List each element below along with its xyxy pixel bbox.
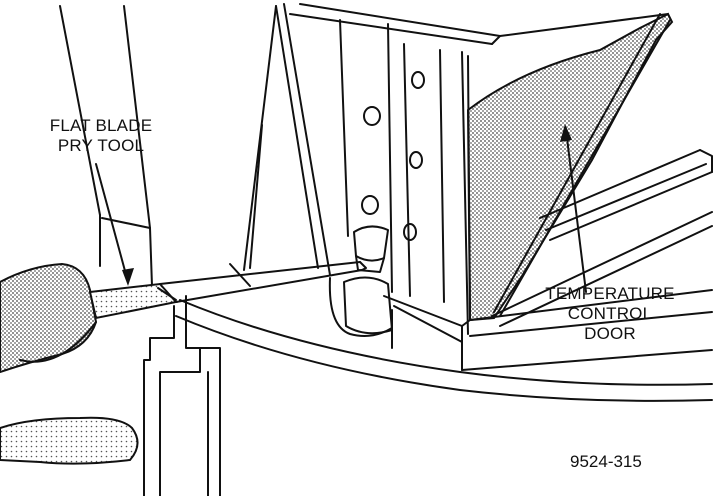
rail-hole — [409, 151, 423, 169]
rail-hole — [403, 223, 417, 241]
door-label: TEMPERATURE CONTROL DOOR — [530, 284, 690, 344]
pry-tool-label-line2: PRY TOOL — [57, 136, 145, 155]
tool-arrowhead — [122, 268, 134, 286]
callout-arrows — [95, 124, 587, 293]
pry-tool-label-line1: FLAT BLADE — [49, 116, 153, 135]
door-label-line3: DOOR — [584, 324, 636, 343]
rail-hole — [361, 195, 379, 215]
pivot-rail — [339, 19, 469, 335]
pivot-clip — [328, 225, 393, 337]
door-label-line1: TEMPERATURE — [545, 284, 675, 303]
rail-hole — [411, 71, 425, 89]
base-steps — [143, 295, 221, 496]
door-leader-line — [565, 129, 587, 293]
door-base — [383, 289, 713, 371]
figure-id: 9524-315 — [570, 452, 642, 471]
door-label-line2: CONTROL — [567, 304, 653, 323]
side-rails — [491, 149, 713, 327]
pry-tool-label: FLAT BLADE PRY TOOL — [26, 116, 176, 156]
pry-tool — [0, 261, 367, 465]
door-arrowhead — [560, 124, 572, 142]
housing-floor — [175, 299, 713, 402]
rail-hole — [363, 106, 381, 126]
tool-leader-line — [95, 163, 129, 283]
background-panel — [59, 5, 153, 287]
housing-wall — [243, 3, 669, 276]
